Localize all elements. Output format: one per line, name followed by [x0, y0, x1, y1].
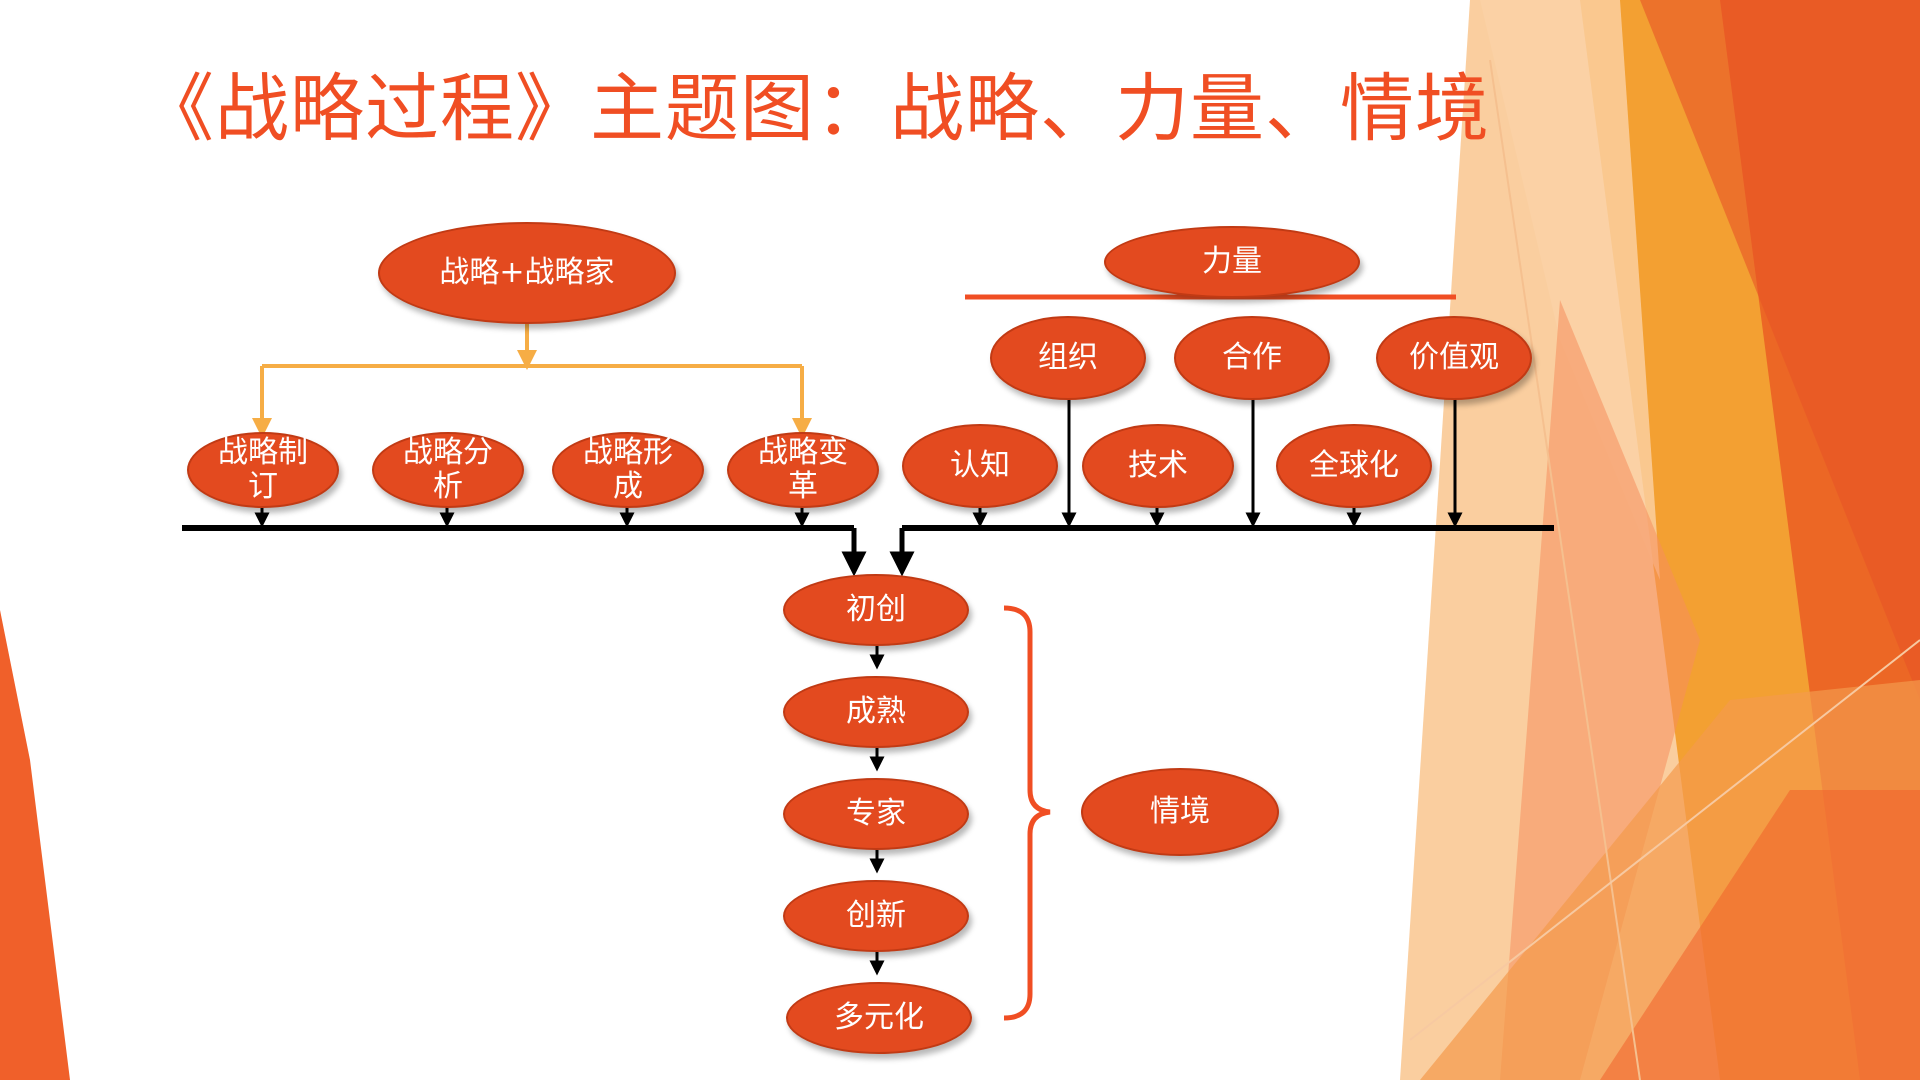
context-bracket: [1003, 605, 1051, 1021]
deco-line: [1409, 639, 1920, 1041]
node-organization: 组织: [990, 316, 1146, 400]
node-globalization-label: 全球化: [1309, 447, 1399, 483]
node-strategy-change: 战略变革: [727, 432, 879, 508]
deco-shape: [1600, 790, 1920, 1080]
node-organization-label: 组织: [1038, 339, 1098, 375]
node-strategy-formation: 战略形成: [552, 432, 704, 508]
node-stage-startup: 初创: [783, 574, 969, 646]
node-technology: 技术: [1082, 424, 1234, 508]
deco-shape: [1640, 0, 1920, 700]
deco-line: [1489, 59, 1641, 1080]
node-cognition-label: 认知: [950, 447, 1010, 483]
node-cognition: 认知: [902, 424, 1058, 508]
node-strategy-change-label: 战略变革: [758, 434, 848, 504]
node-strategy-formulation-label: 战略制订: [218, 434, 308, 504]
node-stage-expert-label: 专家: [846, 795, 906, 831]
node-strategy-analysis-label: 战略分析: [403, 434, 493, 504]
node-stage-innovation-label: 创新: [846, 897, 906, 933]
node-strategist: 战略+战略家: [378, 222, 676, 324]
node-stage-mature-label: 成熟: [846, 693, 906, 729]
node-context-label: 情境: [1150, 793, 1210, 829]
deco-shape: [1500, 300, 1700, 1080]
node-strategist-label: 战略+战略家: [439, 254, 615, 290]
node-force: 力量: [1104, 226, 1360, 298]
node-cooperation: 合作: [1174, 316, 1330, 400]
node-values-label: 价值观: [1409, 339, 1499, 375]
node-stage-diversification-label: 多元化: [834, 999, 924, 1035]
node-values: 价值观: [1376, 316, 1532, 400]
node-stage-startup-label: 初创: [846, 591, 906, 627]
node-strategy-analysis: 战略分析: [372, 432, 524, 508]
node-cooperation-label: 合作: [1222, 339, 1282, 375]
node-stage-diversification: 多元化: [786, 982, 972, 1054]
node-strategy-formulation: 战略制订: [187, 432, 339, 508]
node-technology-label: 技术: [1128, 447, 1188, 483]
node-globalization: 全球化: [1276, 424, 1432, 508]
node-strategy-formation-label: 战略形成: [583, 434, 673, 504]
node-stage-innovation: 创新: [783, 880, 969, 952]
node-context: 情境: [1081, 768, 1279, 856]
node-stage-mature: 成熟: [783, 676, 969, 748]
node-force-label: 力量: [1202, 243, 1262, 279]
deco-shape: [0, 610, 70, 1080]
page-title: 《战略过程》主题图：战略、力量、情境: [140, 66, 1490, 152]
node-stage-expert: 专家: [783, 778, 969, 850]
